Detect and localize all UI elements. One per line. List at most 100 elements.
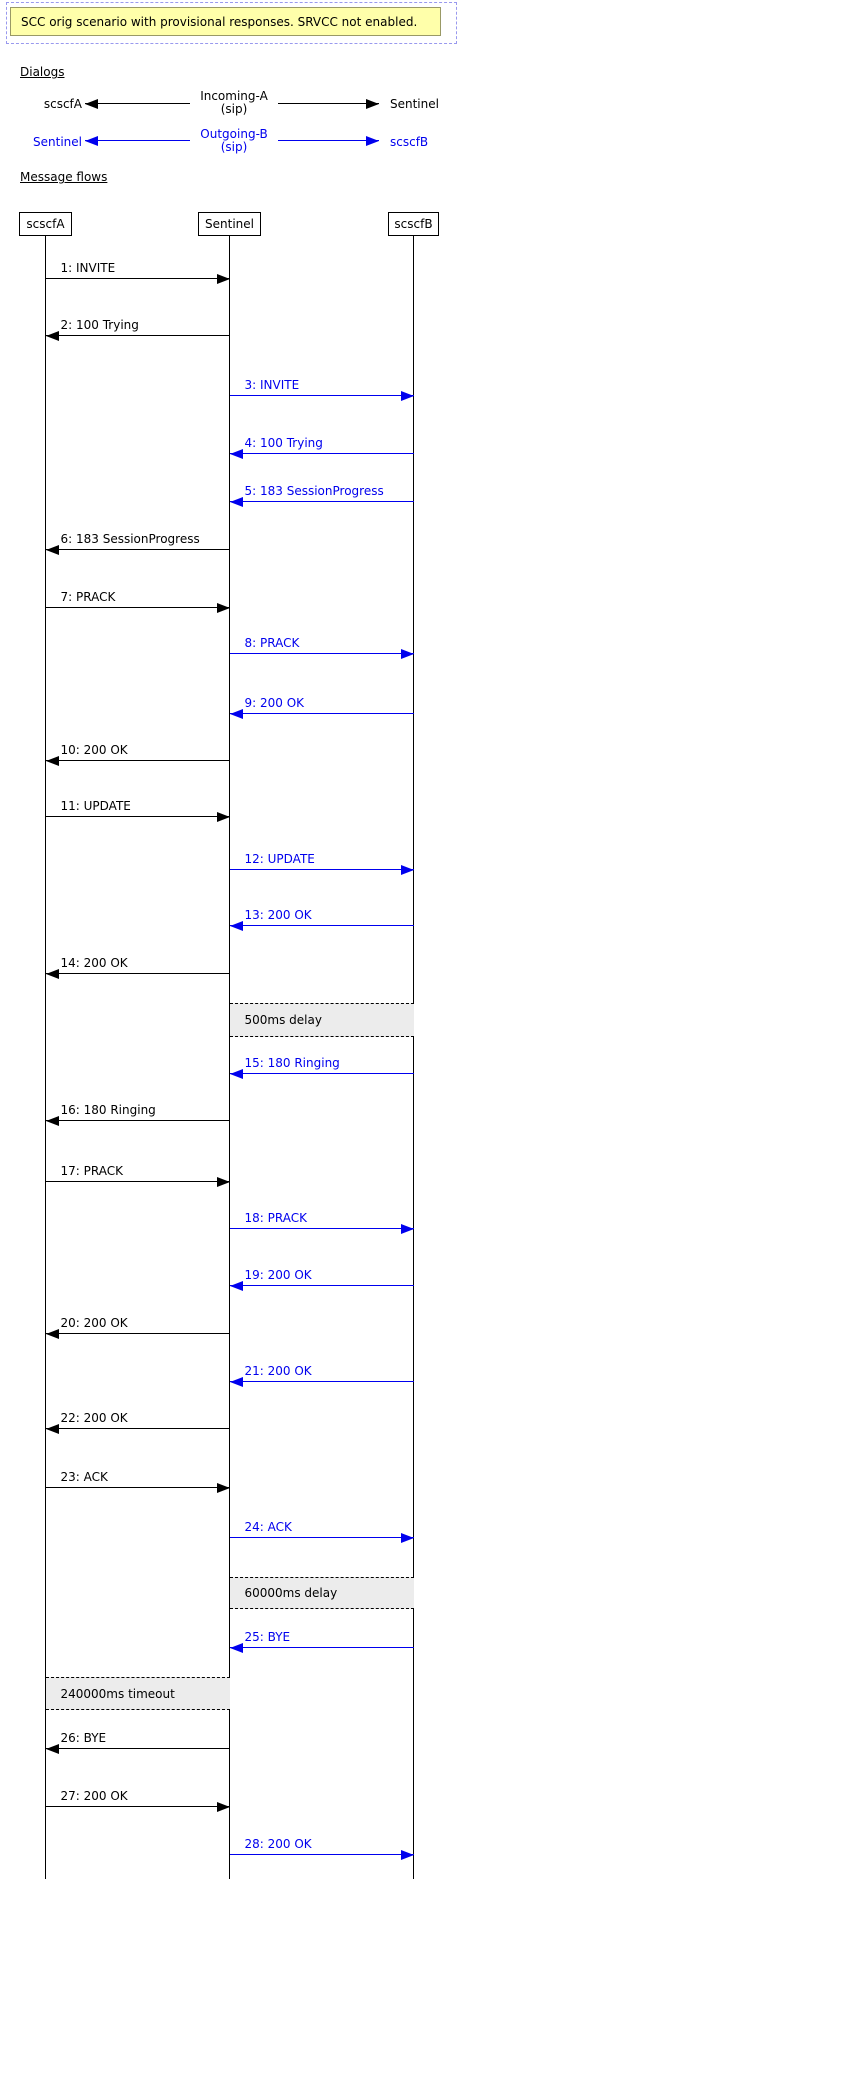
message-line (45, 1487, 230, 1488)
message-7: 7: PRACK (45, 590, 230, 613)
arrowhead-left-icon (229, 1377, 243, 1387)
message-flows-heading: Message flows (20, 170, 108, 184)
lifeline-scscfb (413, 236, 414, 1879)
message-9: 9: 200 OK (229, 696, 414, 719)
arrowhead-right-icon (400, 649, 414, 659)
message-label: 10: 200 OK (60, 743, 128, 757)
title-note: SCC orig scenario with provisional respo… (10, 7, 441, 36)
delay-note-label: 240000ms timeout (60, 1686, 175, 1701)
message-line (45, 278, 230, 279)
arrowhead-left-icon (229, 921, 243, 931)
dialog-right-party: scscfB (390, 135, 429, 149)
message-line (45, 973, 230, 974)
message-21: 21: 200 OK (229, 1364, 414, 1387)
message-label: 18: PRACK (244, 1211, 307, 1225)
message-label: 15: 180 Ringing (244, 1056, 340, 1070)
message-label: 27: 200 OK (60, 1789, 128, 1803)
message-line (45, 1748, 230, 1749)
dialogs-heading: Dialogs (20, 65, 65, 79)
message-label: 12: UPDATE (244, 852, 315, 866)
arrowhead-left-icon (45, 1744, 59, 1754)
message-12: 12: UPDATE (229, 852, 414, 875)
dialog-arrow-left (85, 136, 190, 146)
arrowhead-right-icon (400, 391, 414, 401)
arrowhead-left-icon (45, 969, 59, 979)
message-label: 1: INVITE (60, 261, 116, 275)
message-15: 15: 180 Ringing (229, 1056, 414, 1079)
delay-note-label: 60000ms delay (244, 1586, 338, 1600)
participant-box-scscfb: scscfB (388, 212, 439, 236)
arrowhead-left-icon (45, 1424, 59, 1434)
dialog-name: Incoming-A (200, 89, 268, 103)
message-label: 4: 100 Trying (244, 436, 323, 450)
message-label: 26: BYE (60, 1731, 107, 1745)
message-line (229, 925, 414, 926)
message-label: 20: 200 OK (60, 1316, 128, 1330)
message-label: 11: UPDATE (60, 799, 131, 813)
message-line (45, 335, 230, 336)
message-label: 6: 183 SessionProgress (60, 532, 200, 546)
message-14: 14: 200 OK (45, 956, 230, 979)
arrowhead-left-icon (45, 331, 59, 341)
dialog-line (278, 140, 379, 141)
message-26: 26: BYE (45, 1731, 230, 1754)
message-line (229, 1381, 414, 1382)
arrowhead-left-icon (85, 99, 98, 109)
arrowhead-left-icon (229, 497, 243, 507)
delay-note-label: 500ms delay (244, 1013, 322, 1027)
message-4: 4: 100 Trying (229, 436, 414, 459)
message-line (45, 549, 230, 550)
arrowhead-right-icon (366, 136, 379, 146)
message-line (45, 607, 230, 608)
message-2: 2: 100 Trying (45, 318, 230, 341)
dialog-line (85, 140, 190, 141)
arrowhead-left-icon (45, 756, 59, 766)
message-25: 25: BYE (229, 1630, 414, 1653)
message-13: 13: 200 OK (229, 908, 414, 931)
dialog-protocol: (sip) (220, 140, 248, 154)
message-label: 19: 200 OK (244, 1268, 312, 1282)
arrowhead-right-icon (400, 1850, 414, 1860)
dialog-left-party: scscfA (43, 97, 82, 111)
message-line (45, 1181, 230, 1182)
dialog-left-party: Sentinel (33, 135, 82, 149)
message-24: 24: ACK (229, 1520, 414, 1543)
message-label: 14: 200 OK (60, 956, 128, 970)
arrowhead-right-icon (400, 1533, 414, 1543)
arrowhead-right-icon (216, 603, 230, 613)
arrowhead-left-icon (229, 1643, 243, 1653)
message-label: 3: INVITE (244, 378, 300, 392)
delay-note: 240000ms timeout (45, 1677, 230, 1710)
message-line (229, 1537, 414, 1538)
message-label: 2: 100 Trying (60, 318, 139, 332)
dialog-name: Outgoing-B (200, 127, 268, 141)
message-11: 11: UPDATE (45, 799, 230, 822)
message-label: 7: PRACK (60, 590, 116, 604)
dialog-arrow-right (278, 136, 379, 146)
arrowhead-right-icon (216, 274, 230, 284)
message-28: 28: 200 OK (229, 1837, 414, 1860)
arrowhead-right-icon (400, 1224, 414, 1234)
message-line (45, 1333, 230, 1334)
arrowhead-left-icon (229, 449, 243, 459)
dialog-line (278, 103, 379, 104)
arrowhead-left-icon (229, 1069, 243, 1079)
arrowhead-left-icon (85, 136, 98, 146)
arrowhead-right-icon (216, 1802, 230, 1812)
arrowhead-left-icon (229, 1281, 243, 1291)
message-1: 1: INVITE (45, 261, 230, 284)
message-label: 21: 200 OK (244, 1364, 312, 1378)
lifeline-sentinel (229, 236, 230, 1879)
arrowhead-left-icon (45, 1116, 59, 1126)
message-line (229, 1854, 414, 1855)
delay-note: 500ms delay (229, 1003, 414, 1037)
arrowhead-right-icon (216, 1483, 230, 1493)
arrowhead-right-icon (400, 865, 414, 875)
message-label: 28: 200 OK (244, 1837, 312, 1851)
message-line (229, 869, 414, 870)
participant-box-scscfa: scscfA (19, 212, 72, 236)
message-line (229, 501, 414, 502)
dialog-name-block: Outgoing-B (sip) (196, 128, 272, 154)
message-line (229, 453, 414, 454)
delay-note: 60000ms delay (229, 1577, 414, 1609)
